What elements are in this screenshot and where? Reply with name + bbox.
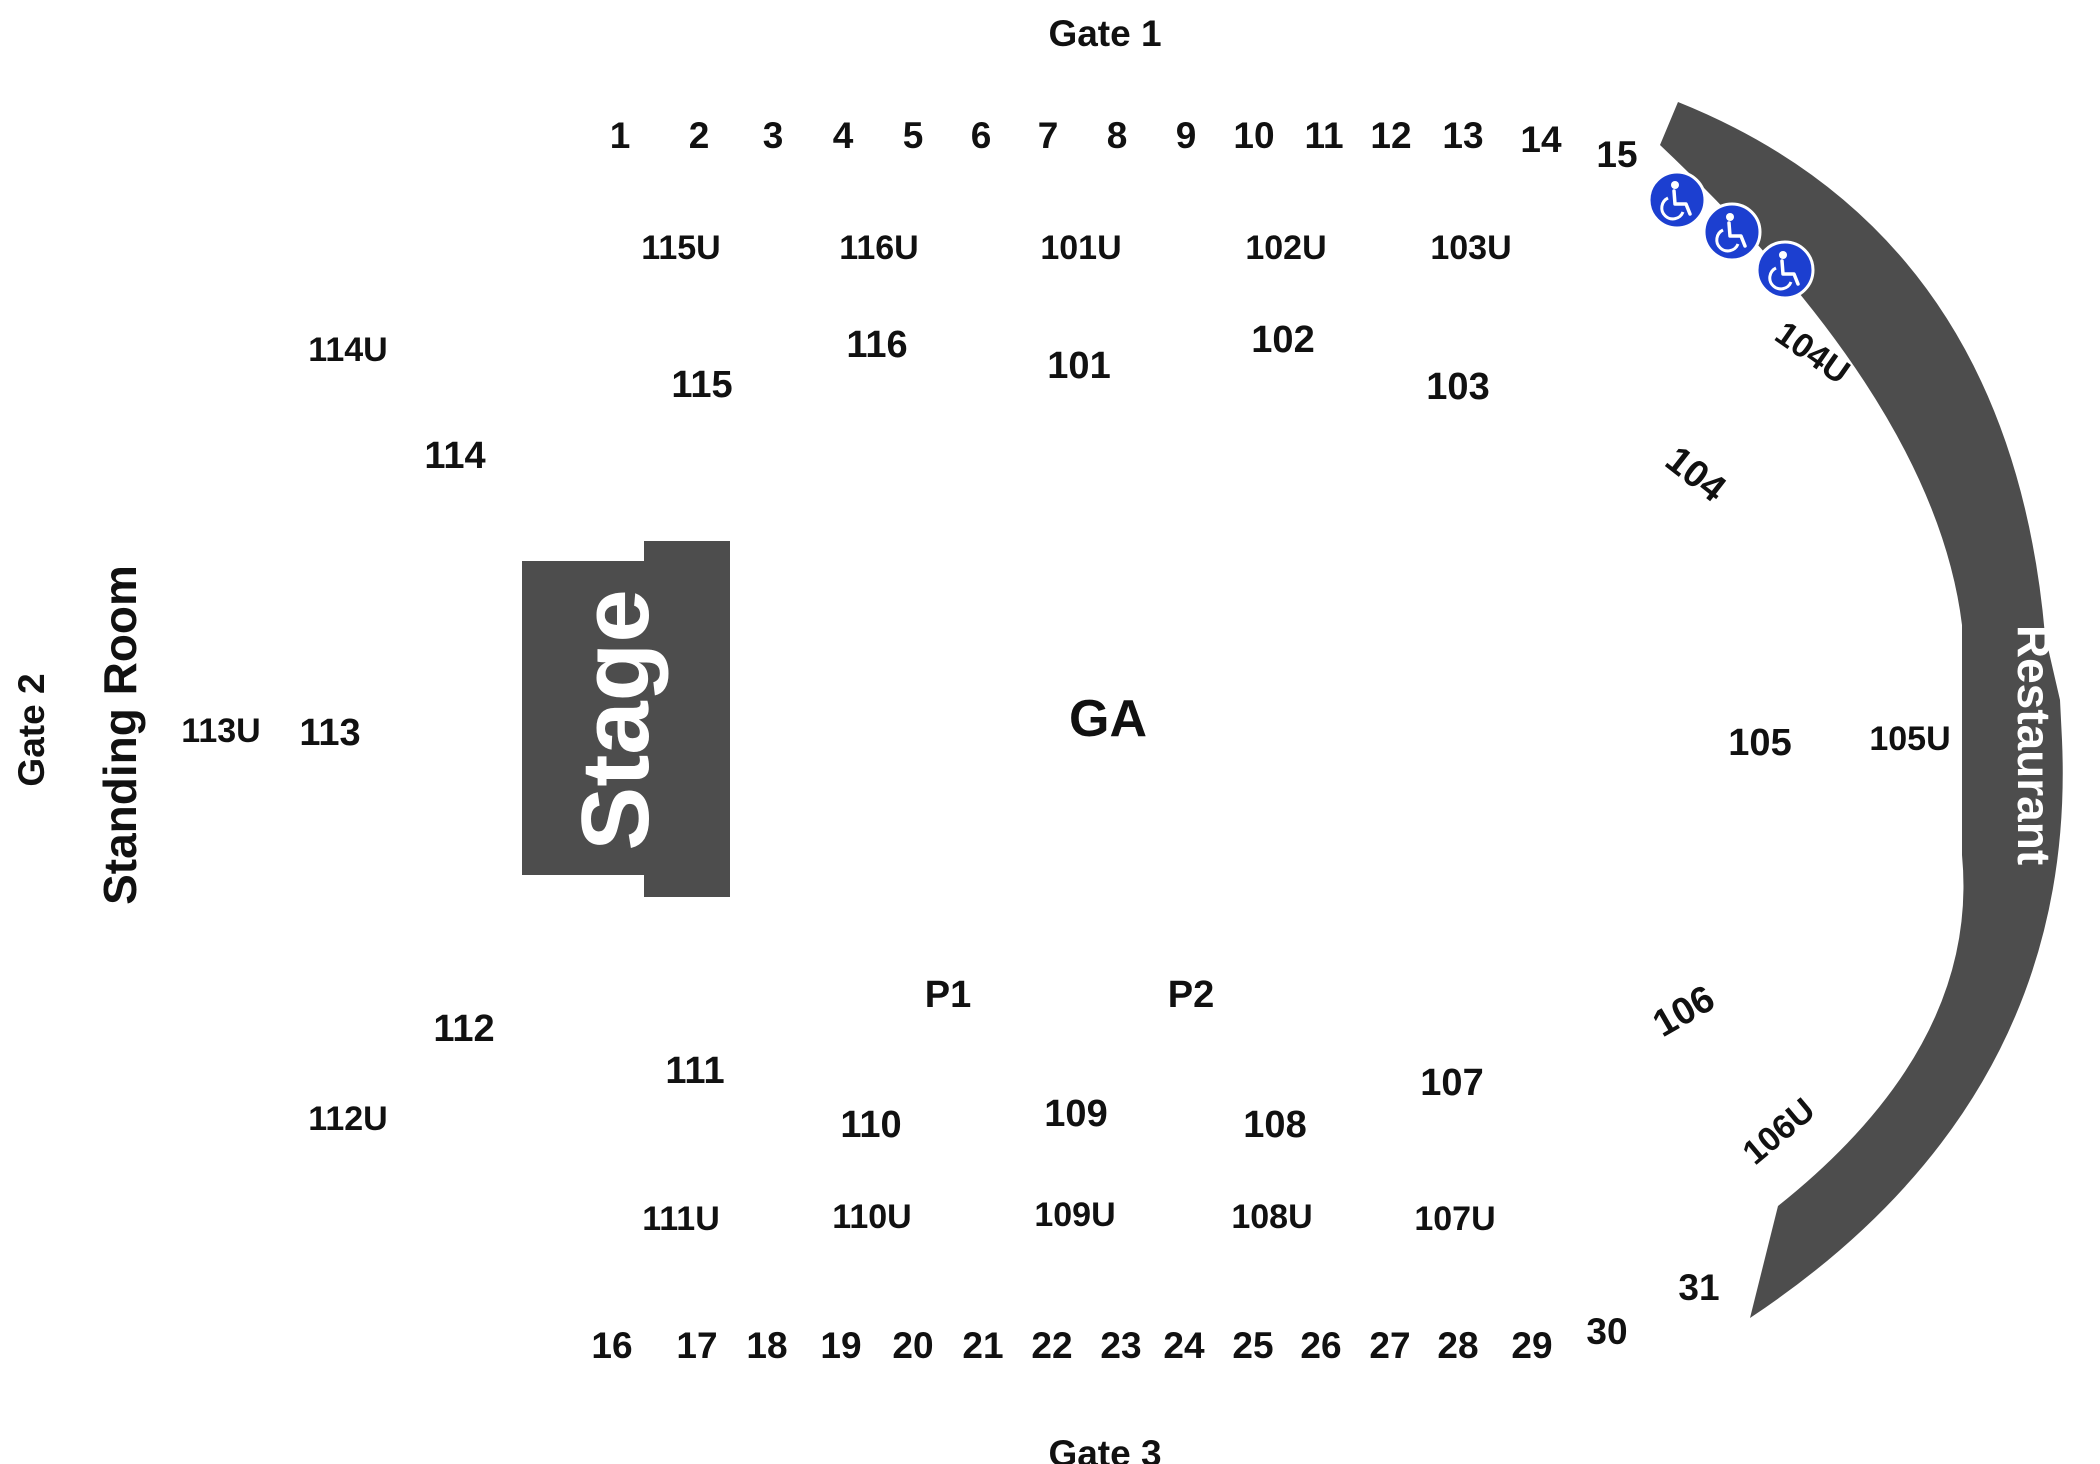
wheelchair-icon[interactable]: [1755, 240, 1815, 300]
general-admission-label[interactable]: GA: [1069, 690, 1147, 748]
row-number[interactable]: 6: [971, 115, 992, 156]
standing-room-label[interactable]: Standing Room: [94, 565, 146, 905]
pit-p1[interactable]: P1: [925, 974, 971, 1016]
row-number[interactable]: 15: [1596, 134, 1637, 175]
section-106[interactable]: 106: [1646, 978, 1722, 1046]
row-number[interactable]: 16: [591, 1325, 632, 1366]
row-number[interactable]: 5: [903, 115, 924, 156]
section-106U[interactable]: 106U: [1736, 1091, 1823, 1172]
section-112[interactable]: 112: [433, 1008, 494, 1050]
row-number[interactable]: 2: [689, 115, 710, 156]
section-112U[interactable]: 112U: [308, 1100, 387, 1138]
section-102U[interactable]: 102U: [1245, 229, 1326, 267]
section-107[interactable]: 107: [1420, 1062, 1483, 1104]
row-number[interactable]: 14: [1520, 119, 1562, 160]
section-104[interactable]: 104: [1657, 438, 1733, 510]
upper-sections: 115U 116U 101U 102U 103U 114U 113U 112U …: [181, 229, 1950, 1238]
section-113U[interactable]: 113U: [181, 712, 260, 750]
row-number[interactable]: 29: [1511, 1325, 1552, 1366]
row-number[interactable]: 11: [1304, 115, 1343, 156]
row-number[interactable]: 27: [1369, 1325, 1410, 1366]
section-101U[interactable]: 101U: [1040, 229, 1121, 267]
section-115U[interactable]: 115U: [641, 229, 720, 267]
section-115[interactable]: 115: [671, 364, 732, 406]
lower-sections: 115 116 101 102 103 104 114 113 112 111 …: [299, 319, 1791, 1146]
row-number[interactable]: 10: [1233, 115, 1274, 156]
row-number[interactable]: 23: [1100, 1325, 1141, 1366]
row-number[interactable]: 4: [833, 115, 854, 156]
section-114U[interactable]: 114U: [308, 331, 387, 369]
gate-3-label: Gate 3: [1048, 1433, 1161, 1464]
row-number[interactable]: 13: [1442, 115, 1483, 156]
row-number[interactable]: 1: [610, 115, 631, 156]
restaurant-label: Restaurant: [2008, 625, 2060, 865]
row-number[interactable]: 30: [1586, 1311, 1627, 1352]
section-105U[interactable]: 105U: [1869, 720, 1950, 758]
gate-1-label: Gate 1: [1048, 13, 1161, 54]
section-111[interactable]: 111: [665, 1050, 724, 1092]
section-103[interactable]: 103: [1426, 366, 1489, 408]
section-116U[interactable]: 116U: [839, 229, 918, 267]
row-number[interactable]: 8: [1107, 115, 1128, 156]
restaurant-area[interactable]: [1660, 102, 2063, 1318]
row-number[interactable]: 22: [1031, 1325, 1072, 1366]
section-101[interactable]: 101: [1047, 345, 1110, 387]
top-row-numbers: 1 2 3 4 5 6 7 8 9 10 11 12 13 14 15: [610, 115, 1638, 175]
accessible-seating-markers: [1647, 170, 1815, 300]
section-110U[interactable]: 110U: [832, 1198, 911, 1236]
section-105[interactable]: 105: [1728, 722, 1791, 764]
gate-2-label: Gate 2: [11, 673, 52, 786]
section-102[interactable]: 102: [1251, 319, 1314, 361]
wheelchair-icon[interactable]: [1647, 170, 1707, 230]
section-111U[interactable]: 111U: [642, 1200, 720, 1238]
row-number[interactable]: 9: [1176, 115, 1197, 156]
row-number[interactable]: 12: [1370, 115, 1411, 156]
section-109U[interactable]: 109U: [1034, 1196, 1115, 1234]
row-number[interactable]: 19: [820, 1325, 861, 1366]
section-110[interactable]: 110: [840, 1104, 901, 1146]
bottom-row-numbers: 16 17 18 19 20 21 22 23 24 25 26 27 28 2…: [591, 1267, 1719, 1366]
row-number[interactable]: 20: [892, 1325, 933, 1366]
row-number[interactable]: 24: [1163, 1325, 1205, 1366]
row-number[interactable]: 28: [1437, 1325, 1478, 1366]
section-108[interactable]: 108: [1243, 1104, 1306, 1146]
row-number[interactable]: 17: [676, 1325, 717, 1366]
row-number[interactable]: 31: [1678, 1267, 1719, 1308]
section-109[interactable]: 109: [1044, 1093, 1107, 1135]
row-number[interactable]: 25: [1232, 1325, 1273, 1366]
section-116[interactable]: 116: [846, 324, 907, 366]
section-114[interactable]: 114: [424, 435, 485, 477]
row-number[interactable]: 21: [962, 1325, 1003, 1366]
row-number[interactable]: 26: [1300, 1325, 1341, 1366]
row-number[interactable]: 3: [763, 115, 784, 156]
row-number[interactable]: 18: [746, 1325, 787, 1366]
section-107U[interactable]: 107U: [1414, 1200, 1495, 1238]
stage-label: Stage: [562, 589, 669, 850]
pit-p2[interactable]: P2: [1168, 974, 1214, 1016]
section-103U[interactable]: 103U: [1430, 229, 1511, 267]
stage[interactable]: Stage: [522, 541, 730, 897]
row-number[interactable]: 7: [1038, 115, 1059, 156]
section-113[interactable]: 113: [299, 712, 360, 754]
wheelchair-icon[interactable]: [1702, 202, 1762, 262]
section-108U[interactable]: 108U: [1231, 1198, 1312, 1236]
